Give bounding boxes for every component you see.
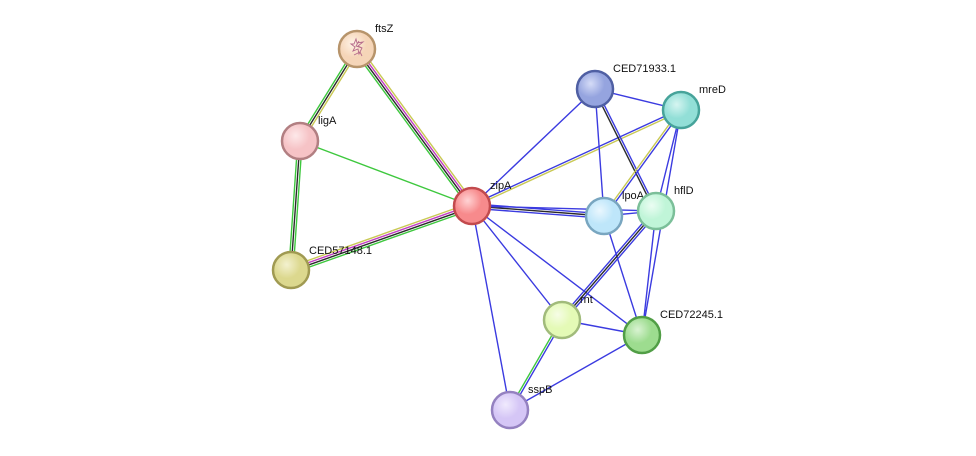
edge-evidence-line (602, 108, 681, 217)
edge-zipa-lpoa[interactable] (471, 203, 605, 219)
node-label-ced57148-1: CED57148.1 (309, 245, 372, 257)
node-label-ftsz: ftsZ (375, 23, 394, 35)
node-label-zipa: zipA (490, 180, 512, 192)
node-circle[interactable] (584, 196, 624, 236)
node-label-hfld: hflD (674, 185, 694, 197)
edge-evidence-line (289, 204, 473, 270)
edge-evidence-line (353, 50, 471, 209)
edge-mred-lpoa[interactable] (602, 108, 683, 218)
node-circle[interactable] (452, 186, 492, 226)
node-hfld[interactable]: hflD (636, 185, 694, 231)
edge-evidence-line (603, 215, 643, 336)
node-circle[interactable] (622, 315, 662, 355)
edge-evidence-line (641, 210, 657, 336)
node-circle[interactable] (490, 390, 530, 430)
edge-evidence-line (559, 208, 656, 320)
edge-zipa-mred[interactable] (470, 108, 683, 208)
node-rnt[interactable]: rnt (542, 294, 593, 340)
edge-zipa-ftsz[interactable] (353, 46, 476, 209)
node-circle[interactable] (636, 191, 676, 231)
edge-evidence-line (291, 208, 474, 274)
edge-evidence-line (562, 211, 659, 323)
node-label-sspb: sspB (528, 384, 552, 396)
node-circle[interactable] (542, 300, 582, 340)
edge-ced71933-1-lpoa[interactable] (594, 88, 605, 217)
edge-evidence-line (292, 140, 303, 271)
node-layer: zipA ftsZ ligA CED57148.1 CED71933.1 mreD lpoA… (271, 23, 726, 430)
edge-evidence-line (595, 87, 658, 212)
edge-evidence-line (471, 110, 683, 208)
edge-evidence-line (471, 205, 563, 321)
node-label-mred: mreD (699, 84, 726, 96)
edge-evidence-line (509, 334, 643, 411)
node-sspb[interactable]: sspB (490, 384, 552, 430)
edge-evidence-line (290, 140, 301, 271)
node-liga[interactable]: ligA (280, 115, 337, 161)
node-mred[interactable]: mreD (661, 84, 726, 130)
edge-zipa-ced71933-1[interactable] (471, 88, 596, 207)
node-label-ced71933-1: CED71933.1 (613, 63, 676, 75)
edge-evidence-line (471, 205, 643, 336)
node-label-lpoa: lpoA (622, 190, 645, 202)
edge-evidence-line (604, 109, 683, 218)
node-lpoa[interactable]: lpoA (584, 190, 645, 236)
node-ftsz[interactable]: ftsZ (337, 23, 394, 69)
node-zipa[interactable]: zipA (452, 180, 512, 226)
node-circle[interactable] (271, 250, 311, 290)
edge-ced71933-1-hfld[interactable] (593, 87, 658, 213)
edge-zipa-sspb[interactable] (471, 205, 511, 411)
edge-ced72245-1-sspb[interactable] (509, 334, 643, 411)
edge-zipa-rnt[interactable] (471, 205, 563, 321)
node-ced71933-1[interactable]: CED71933.1 (575, 63, 676, 109)
edge-layer (288, 46, 683, 412)
edge-evidence-line (593, 88, 656, 213)
edge-evidence-line (470, 108, 682, 206)
edge-zipa-liga[interactable] (299, 140, 473, 207)
edge-evidence-line (288, 140, 299, 271)
node-circle[interactable] (661, 90, 701, 130)
node-ced72245-1[interactable]: CED72245.1 (622, 309, 723, 355)
edge-evidence-line (355, 48, 472, 208)
edge-evidence-line (299, 140, 473, 207)
edge-evidence-line (561, 210, 657, 321)
edge-zipa-ced72245-1[interactable] (471, 205, 643, 336)
node-label-ced72245-1: CED72245.1 (660, 309, 723, 321)
edge-evidence-line (471, 207, 605, 219)
edge-lpoa-ced72245-1[interactable] (603, 215, 643, 336)
edge-liga-ced57148-1[interactable] (288, 140, 303, 271)
edge-evidence-line (357, 47, 474, 207)
protein-structure-icon (349, 37, 365, 57)
node-ced57148-1[interactable]: CED57148.1 (271, 245, 372, 290)
edge-evidence-line (594, 88, 605, 217)
node-label-rnt: rnt (580, 294, 593, 306)
edge-hfld-rnt[interactable] (559, 208, 659, 323)
edge-evidence-line (471, 205, 657, 212)
node-label-liga: ligA (318, 115, 337, 127)
edge-hfld-ced72245-1[interactable] (641, 210, 657, 336)
edge-evidence-line (358, 46, 476, 205)
edge-evidence-line (471, 88, 596, 207)
edge-evidence-line (471, 205, 605, 217)
edge-evidence-line (289, 202, 472, 268)
edge-evidence-line (471, 205, 511, 411)
edge-zipa-hfld[interactable] (471, 205, 657, 212)
node-circle[interactable] (280, 121, 320, 161)
node-circle[interactable] (575, 69, 615, 109)
edge-evidence-line (471, 203, 605, 215)
edge-evidence-line (290, 206, 474, 272)
edge-zipa-ced57148-1[interactable] (289, 202, 474, 274)
